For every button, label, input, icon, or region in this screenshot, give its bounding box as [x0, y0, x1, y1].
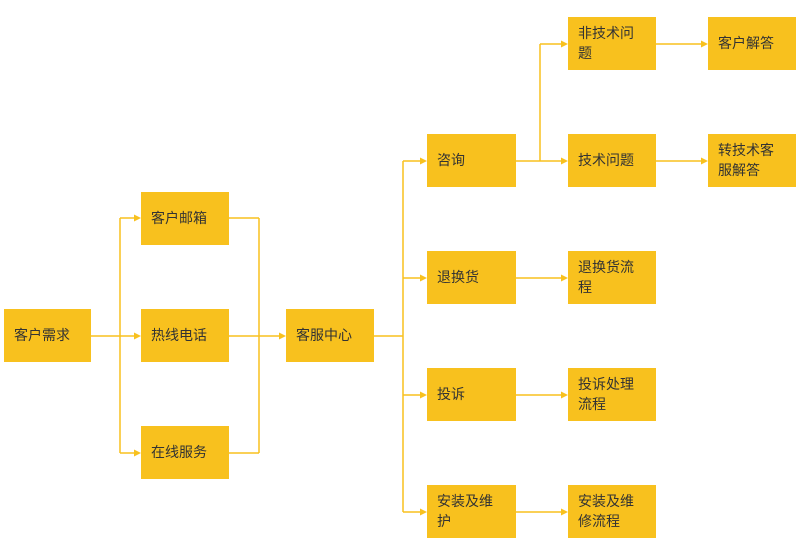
node-tech-support-answer-label: 转技术客服解答 — [718, 142, 774, 179]
node-complaint-label: 投诉 — [437, 386, 465, 403]
node-consult-label: 咨询 — [437, 152, 465, 169]
node-return-exchange[interactable]: 退换货 — [427, 251, 516, 304]
arrowhead-install — [420, 508, 427, 516]
node-non-tech-issue-label: 非技术问题 — [578, 25, 634, 62]
node-complaint-flow[interactable]: 投诉处理流程 — [568, 368, 656, 421]
arrowhead-tech-answer — [701, 157, 708, 165]
arrowhead-complaint — [420, 391, 427, 399]
arrowhead-email — [134, 214, 141, 222]
node-hotline[interactable]: 热线电话 — [141, 309, 229, 362]
node-customer-answer[interactable]: 客户解答 — [708, 17, 796, 70]
node-tech-support-answer[interactable]: 转技术客服解答 — [708, 134, 796, 187]
node-complaint-flow-label: 投诉处理流程 — [578, 376, 634, 413]
arrowhead-return — [420, 274, 427, 282]
arrowhead-consult — [420, 157, 427, 165]
node-tech-issue[interactable]: 技术问题 — [568, 134, 656, 187]
arrowhead-customer-answer — [701, 40, 708, 48]
node-install-repair-flow[interactable]: 安装及维修流程 — [568, 485, 656, 538]
node-customer-needs[interactable]: 客户需求 — [4, 309, 91, 362]
arrowhead-online — [134, 449, 141, 457]
node-install-repair-label: 安装及维护 — [437, 493, 493, 530]
arrowhead-return-flow — [561, 274, 568, 282]
node-complaint[interactable]: 投诉 — [427, 368, 516, 421]
node-install-repair-flow-label: 安装及维修流程 — [578, 493, 634, 530]
arrowhead-hotline — [134, 332, 141, 340]
node-tech-issue-label: 技术问题 — [578, 152, 634, 169]
node-non-tech-issue[interactable]: 非技术问题 — [568, 17, 656, 70]
node-return-flow-label: 退换货流程 — [578, 259, 634, 296]
node-return-flow[interactable]: 退换货流程 — [568, 251, 656, 304]
arrowhead-service-center — [279, 332, 286, 340]
arrowhead-install-flow — [561, 508, 568, 516]
node-online-service[interactable]: 在线服务 — [141, 426, 229, 479]
node-service-center[interactable]: 客服中心 — [286, 309, 374, 362]
node-email[interactable]: 客户邮箱 — [141, 192, 229, 245]
node-service-center-label: 客服中心 — [296, 327, 352, 344]
node-email-label: 客户邮箱 — [151, 210, 207, 227]
node-install-repair[interactable]: 安装及维护 — [427, 485, 516, 538]
node-hotline-label: 热线电话 — [151, 327, 207, 344]
node-return-exchange-label: 退换货 — [437, 269, 479, 286]
arrowhead-tech — [561, 157, 568, 165]
node-consult[interactable]: 咨询 — [427, 134, 516, 187]
arrowhead-complaint-flow — [561, 391, 568, 399]
node-customer-needs-label: 客户需求 — [14, 327, 70, 344]
node-online-service-label: 在线服务 — [151, 444, 207, 461]
node-customer-answer-label: 客户解答 — [718, 35, 774, 52]
arrowhead-non-tech — [561, 40, 568, 48]
